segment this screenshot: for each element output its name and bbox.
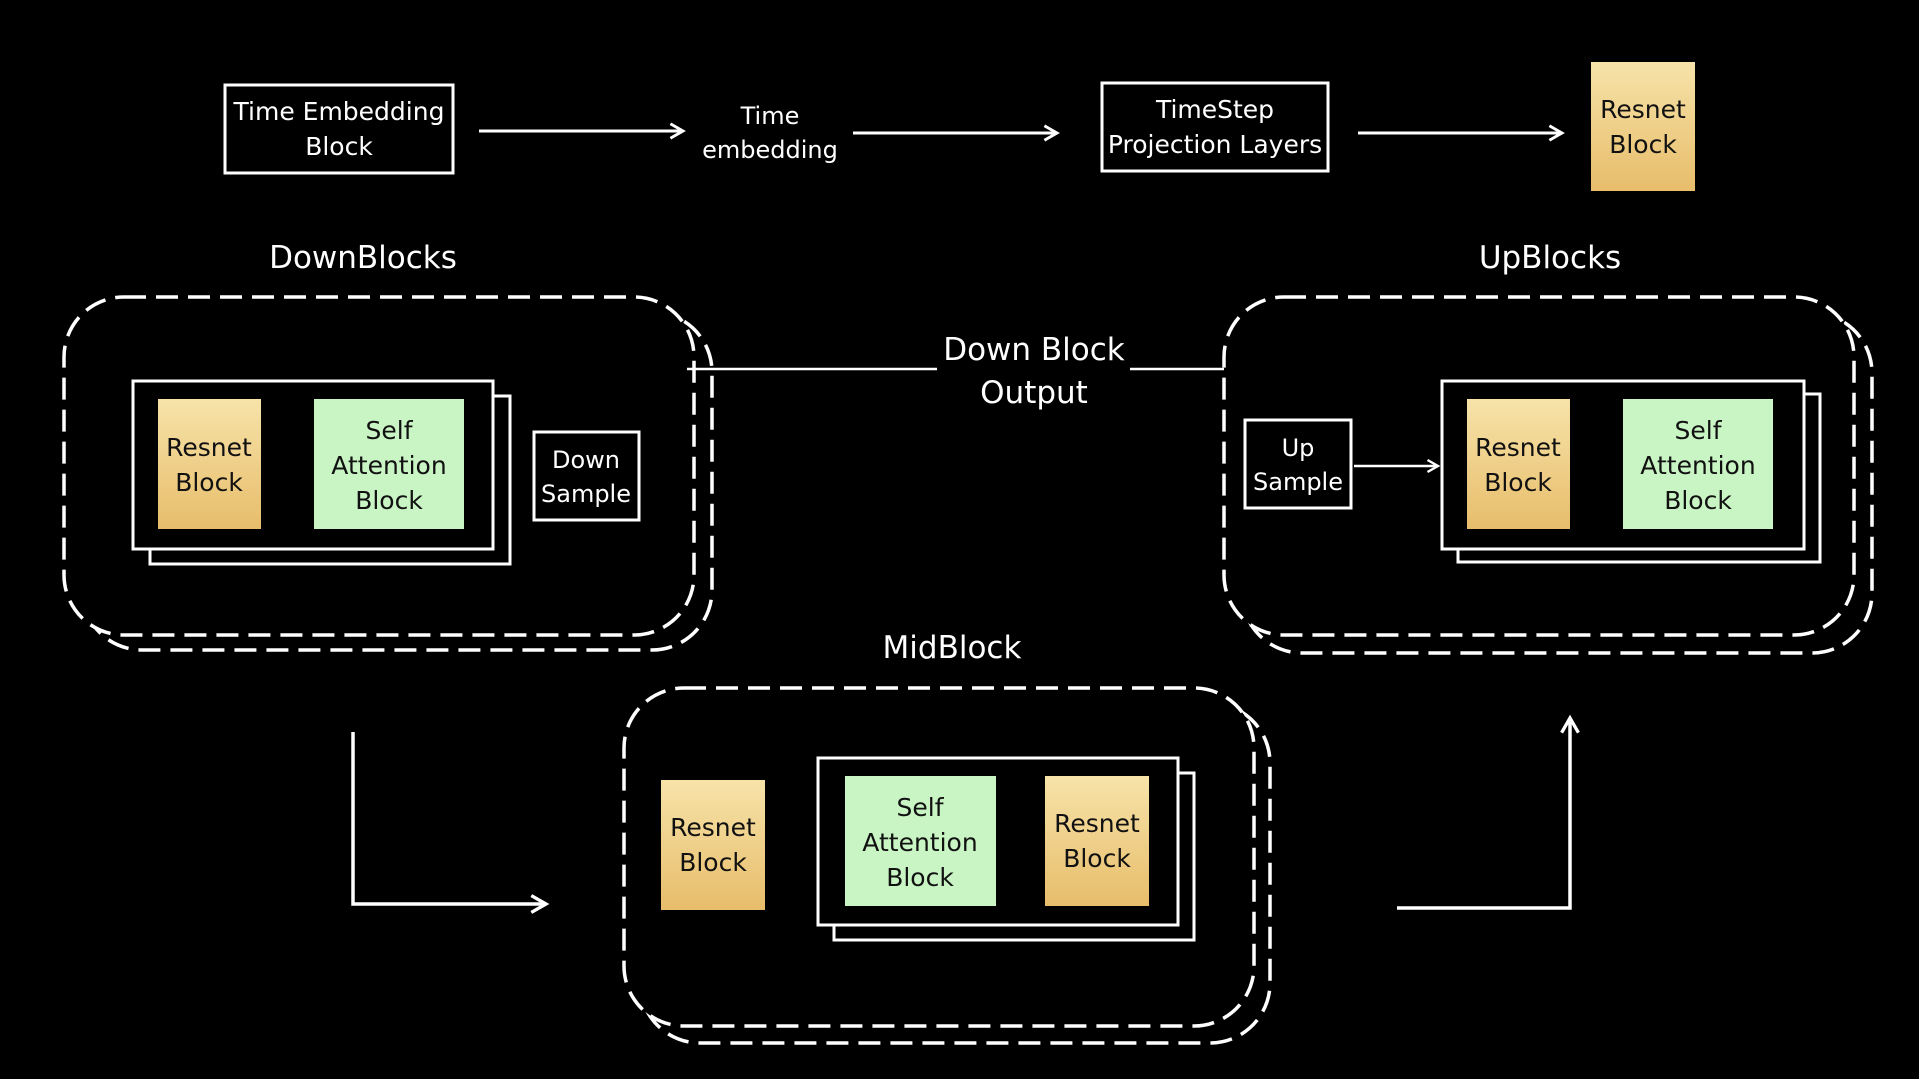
- down-sample-line-1: Down: [552, 446, 620, 474]
- up-sample-line-1: Up: [1282, 434, 1315, 462]
- down-resnet-line-1: Resnet: [166, 433, 252, 462]
- down-sample-line-2: Sample: [541, 480, 631, 508]
- time-embedding-block-line-2: Block: [305, 132, 373, 161]
- down-attention-block: Self Attention Block: [314, 399, 464, 529]
- mid-block-group: Resnet Block Self Attention Block Resnet…: [622, 686, 1272, 1045]
- up-attention-line-3: Block: [1664, 486, 1732, 515]
- down-blocks-group: Resnet Block Self Attention Block Down S…: [62, 295, 714, 652]
- timestep-projection-line-2: Projection Layers: [1108, 130, 1322, 159]
- arrow-mid-to-up: [1397, 714, 1580, 910]
- timestep-projection-line-1: TimeStep: [1155, 95, 1274, 124]
- down-sample-block: Down Sample: [532, 430, 641, 522]
- down-blocks-title: DownBlocks: [269, 240, 457, 276]
- top-resnet-block: Resnet Block: [1591, 62, 1695, 191]
- time-embedding-block: Time Embedding Block: [223, 83, 455, 175]
- down-resnet-line-2: Block: [175, 468, 243, 497]
- down-attention-line-3: Block: [355, 486, 423, 515]
- up-blocks-group: Up Sample Resnet Block Self Attention Bl…: [1222, 295, 1874, 655]
- mid-resnet-block-1: Resnet Block: [661, 780, 765, 910]
- top-resnet-line-1: Resnet: [1600, 95, 1686, 124]
- up-attention-block: Self Attention Block: [1623, 399, 1773, 529]
- up-sample-line-2: Sample: [1253, 468, 1343, 496]
- mid-resnet-2-line-2: Block: [1063, 844, 1131, 873]
- mid-resnet-1-line-2: Block: [679, 848, 747, 877]
- up-attention-line-2: Attention: [1640, 451, 1755, 480]
- down-block-output-label: Down Block Output: [943, 332, 1125, 411]
- mid-resnet-2-line-1: Resnet: [1054, 809, 1140, 838]
- down-attention-line-2: Attention: [331, 451, 446, 480]
- mid-resnet-1-line-1: Resnet: [670, 813, 756, 842]
- mid-block-title: MidBlock: [883, 630, 1022, 666]
- up-resnet-block: Resnet Block: [1467, 399, 1570, 529]
- arrow-down-to-mid: [351, 732, 550, 914]
- up-sample-block: Up Sample: [1243, 418, 1353, 510]
- down-block-output-line-1: Down Block: [943, 332, 1125, 368]
- mid-attention-line-2: Attention: [862, 828, 977, 857]
- down-attention-line-1: Self: [366, 416, 414, 445]
- timestep-projection-block: TimeStep Projection Layers: [1100, 81, 1330, 173]
- up-resnet-line-2: Block: [1484, 468, 1552, 497]
- top-resnet-line-2: Block: [1609, 130, 1677, 159]
- mid-attention-block: Self Attention Block: [845, 776, 996, 906]
- down-resnet-block: Resnet Block: [158, 399, 261, 529]
- mid-resnet-block-2: Resnet Block: [1045, 776, 1149, 906]
- mid-attention-line-3: Block: [886, 863, 954, 892]
- mid-attention-line-1: Self: [897, 793, 945, 822]
- down-block-output-line-2: Output: [980, 375, 1088, 411]
- up-blocks-title: UpBlocks: [1479, 240, 1621, 276]
- time-embedding-label-line-1: Time: [740, 102, 800, 130]
- up-resnet-line-1: Resnet: [1475, 433, 1561, 462]
- up-attention-line-1: Self: [1675, 416, 1723, 445]
- time-embedding-label: Time embedding: [702, 102, 838, 164]
- time-embedding-label-line-2: embedding: [702, 136, 838, 164]
- time-embedding-block-line-1: Time Embedding: [233, 97, 445, 126]
